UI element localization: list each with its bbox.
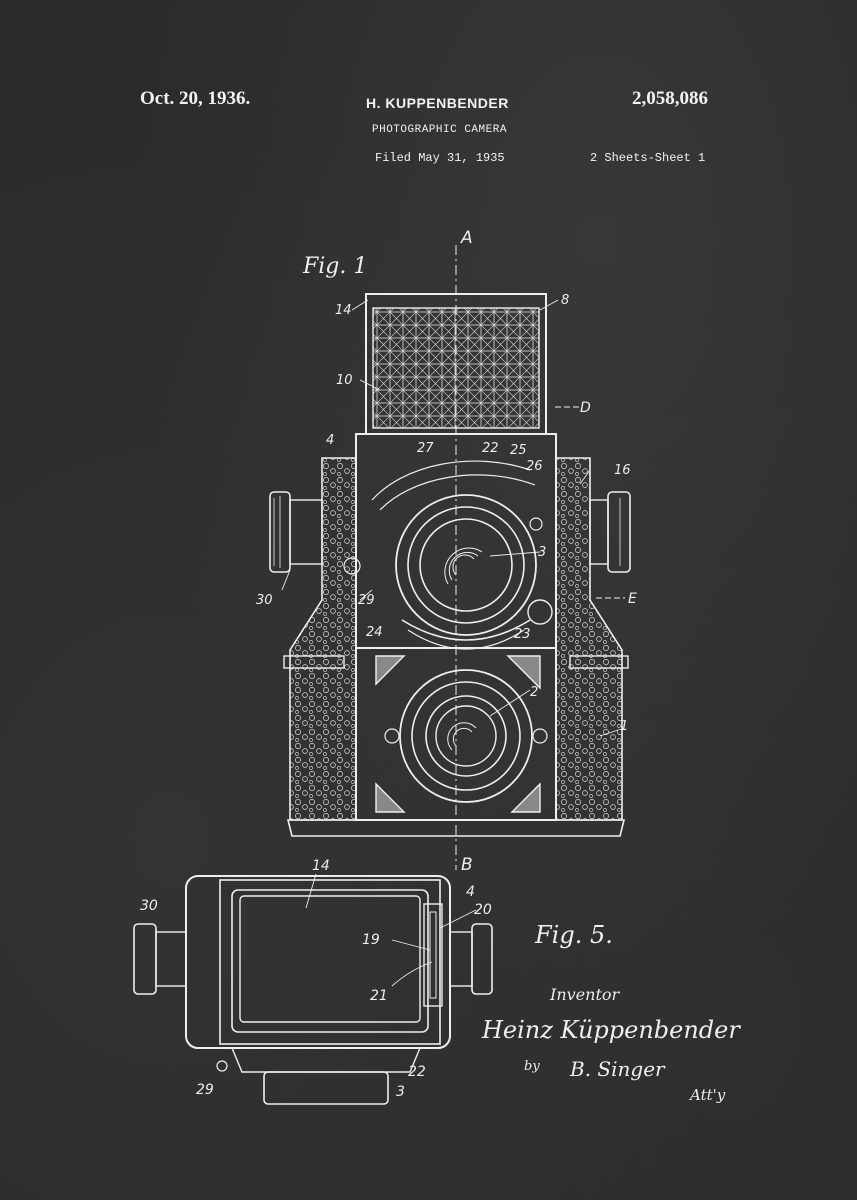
inventor-label: Inventor (549, 985, 621, 1004)
callout: 30 (256, 593, 273, 608)
axis-d: D (580, 400, 591, 416)
callout: 30 (140, 898, 158, 914)
callout: 22 (482, 441, 499, 456)
callout: 19 (362, 932, 380, 948)
callout: 10 (336, 373, 353, 388)
callout: 22 (408, 1064, 426, 1080)
patent-number: 2,058,086 (632, 88, 708, 109)
callout: 4 (466, 884, 475, 900)
patent-date: Oct. 20, 1936. (140, 88, 251, 109)
by-label: by (524, 1059, 540, 1074)
callout: 23 (514, 627, 531, 642)
callout: 4 (326, 433, 334, 448)
callout: 14 (312, 858, 330, 874)
callout: 29 (358, 593, 375, 608)
callout: 26 (526, 459, 543, 474)
sheet-count: 2 Sheets-Sheet 1 (590, 151, 706, 165)
patent-title: PHOTOGRAPHIC CAMERA (372, 124, 507, 136)
attorney-abbrev: Att'y (688, 1086, 726, 1104)
callout: 8 (561, 293, 569, 308)
fig1-label: Fig. 1 (302, 254, 367, 279)
callout: 2 (530, 685, 538, 700)
callout: 27 (417, 441, 434, 456)
callout: 25 (510, 443, 527, 458)
inventor-header: H. KUPPENBENDER (366, 95, 509, 111)
callout: 16 (614, 463, 631, 478)
callout: 3 (396, 1084, 405, 1100)
callout: 14 (335, 303, 352, 318)
callout: 1 (620, 719, 628, 734)
inventor-name: Heinz Küppenbender (481, 1016, 741, 1044)
fig5-label: Fig. 5. (534, 921, 613, 949)
callout: 29 (196, 1082, 214, 1098)
callout: 21 (370, 988, 388, 1004)
callout: 24 (366, 625, 383, 640)
callout: 3 (538, 545, 546, 560)
attorney-signature: B. Singer (569, 1057, 666, 1081)
callout: 20 (474, 902, 492, 918)
filed-date: Filed May 31, 1935 (375, 151, 505, 165)
axis-b: B (461, 855, 473, 875)
axis-a: A (460, 228, 473, 248)
axis-e: E (628, 591, 637, 607)
